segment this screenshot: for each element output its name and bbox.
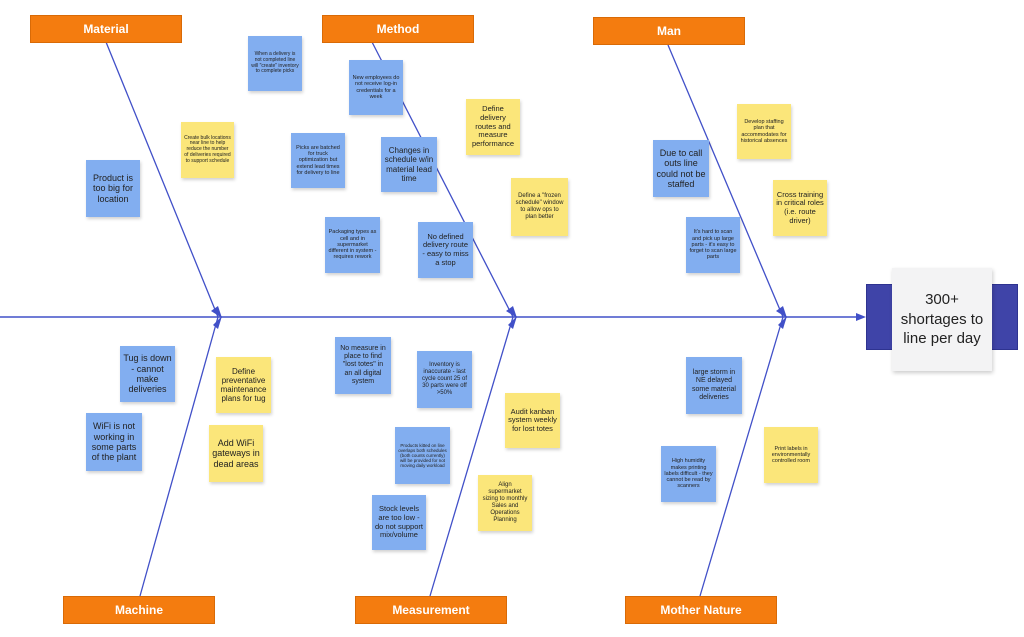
sticky-note[interactable]: It's hard to scan and pick up large part… [686,217,740,273]
sticky-note[interactable]: No defined delivery route - easy to miss… [418,222,473,278]
sticky-note[interactable]: No measure in place to find "lost totes"… [335,337,391,394]
sticky-note[interactable]: Due to call outs line could not be staff… [653,140,709,197]
category-method[interactable]: Method [322,15,474,43]
spine-arrowhead [856,313,866,321]
sticky-note[interactable]: Define a "frozen schedule" window to all… [511,178,568,236]
sticky-note[interactable]: Align supermarket sizing to monthly Sale… [478,475,532,531]
sticky-note[interactable]: Packaging types as cell and in supermark… [325,217,380,273]
sticky-note[interactable]: Define preventative maintenance plans fo… [216,357,271,413]
bone-arrow-mother-nature [778,316,787,329]
bone-man [667,44,784,318]
category-man[interactable]: Man [593,17,745,45]
sticky-note[interactable]: Product is too big for location [86,160,140,217]
sticky-note[interactable]: Define delivery routes and measure perfo… [466,99,520,155]
bone-arrow-measurement [508,316,517,329]
sticky-note[interactable]: Picks are batched for truck optimization… [291,133,345,188]
sticky-note[interactable]: When a delivery is not completed line wi… [248,36,302,91]
sticky-note[interactable]: Develop staffing plan that accommodates … [737,104,791,159]
problem-statement[interactable]: 300+ shortages to line per day [892,268,992,371]
category-mother-nature[interactable]: Mother Nature [625,596,777,624]
bone-arrow-material [211,306,222,318]
sticky-note[interactable]: Products kitted on line overlaps both sc… [395,427,450,484]
sticky-note[interactable]: High humidity makes printing labels diff… [661,446,716,502]
sticky-note[interactable]: Changes in schedule w/in material lead t… [381,137,437,192]
sticky-note[interactable]: Add WiFi gateways in dead areas [209,425,263,482]
bone-mother-nature [699,316,784,597]
bone-arrow-machine [213,316,222,329]
bone-material [105,41,219,318]
sticky-note[interactable]: New employees do not receive log-in cred… [349,60,403,115]
sticky-note[interactable]: WiFi is not working in some parts of the… [86,413,142,471]
sticky-note[interactable]: Inventory is inaccurate - last cycle cou… [417,351,472,408]
sticky-note[interactable]: Create bulk locations near line to help … [181,122,234,178]
bone-machine [139,316,219,597]
category-machine[interactable]: Machine [63,596,215,624]
sticky-note[interactable]: Cross training in critical roles (i.e. r… [773,180,827,236]
sticky-note[interactable]: large storm in NE delayed some material … [686,357,742,414]
bone-measurement [429,316,514,597]
sticky-note[interactable]: Stock levels are too low - do not suppor… [372,495,426,550]
category-material[interactable]: Material [30,15,182,43]
bone-arrow-man [776,306,787,318]
sticky-note[interactable]: Audit kanban system weekly for lost tote… [505,393,560,448]
bone-arrow-method [506,306,517,318]
sticky-note[interactable]: Tug is down - cannot make deliveries [120,346,175,402]
category-measurement[interactable]: Measurement [355,596,507,624]
sticky-note[interactable]: Print labels in environmentally controll… [764,427,818,483]
